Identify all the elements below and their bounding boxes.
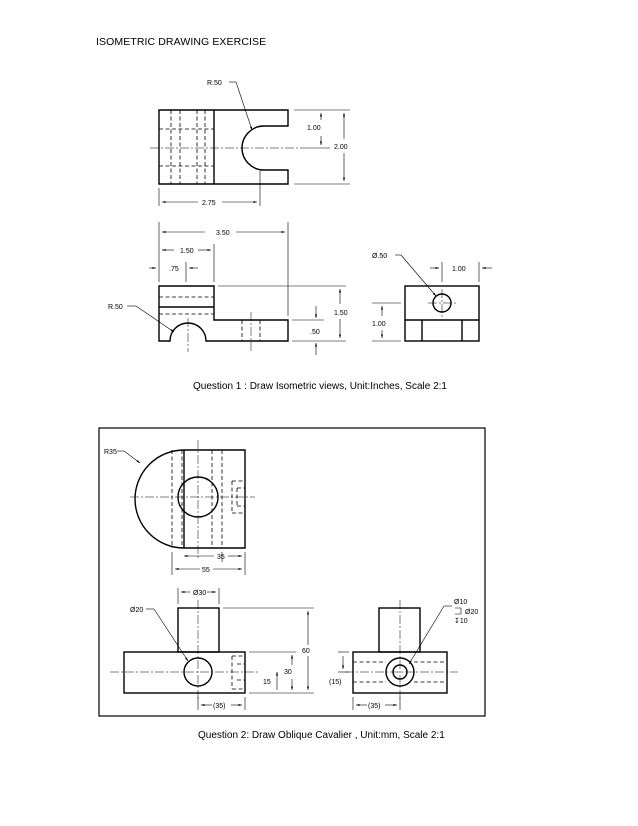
q2-dim-30: 30 [284,669,292,676]
q2-cb-dia20: Ø20 [465,609,478,616]
question2-caption: Question 2: Draw Oblique Cavalier , Unit… [198,730,445,741]
q2-dim-35: 35 [217,554,225,561]
q1-dim-200: 2.00 [334,144,348,151]
q2-dim-55: 55 [202,567,210,574]
q1-front-view [127,222,346,355]
q2-cb-depth: ↧10 [454,617,468,625]
q1-dim-150-v: 1.50 [334,310,348,317]
q1-dim-75: .75 [169,266,179,273]
q1-side-view [372,254,492,342]
q1-dim-275: 2.75 [202,200,216,207]
q2-dim-35-paren: (35) [213,703,225,710]
q2-front-view [110,588,314,710]
q1-r-front-label: R.50 [108,304,123,311]
q1-dim-150-h: 1.50 [180,248,194,255]
q2-cb-dia10: Ø10 [454,599,467,606]
q2-dim-35-paren-side: (35) [368,703,380,710]
page-header: ISOMETRIC DRAWING EXERCISE [96,36,267,48]
q1-dim-350: 3.50 [216,230,230,237]
q2-r35-label: R35 [104,449,117,456]
q1-dim-100-top: 1.00 [307,125,321,132]
q2-top-view [117,440,255,575]
q1-dim-100-side-v: 1.00 [372,321,386,328]
q2-dia-30: Ø30 [193,590,206,597]
q2-dim-15: 15 [263,679,271,686]
question1-caption: Question 1 : Draw Isometric views, Unit:… [193,381,447,392]
q1-top-view [150,81,350,206]
q1-dia-side: Ø.50 [372,253,387,260]
q1-dim-50: .50 [310,329,320,336]
q1-r-top-label: R.50 [207,80,222,87]
q2-dia-20: Ø20 [130,607,143,614]
q2-dim-15-paren: (15) [329,679,341,686]
q1-dim-100-side-h: 1.00 [452,266,466,273]
q2-frame [98,427,486,717]
q2-dim-60: 60 [302,648,310,655]
q2-side-view [338,600,462,710]
